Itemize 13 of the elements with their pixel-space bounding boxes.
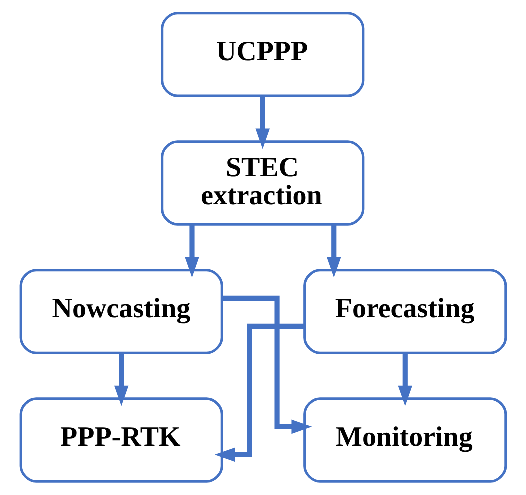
arrow [222, 296, 312, 434]
arrow [184, 224, 199, 278]
node-box: Forecasting [303, 269, 507, 354]
arrow [255, 96, 270, 150]
node-box: Nowcasting [19, 269, 223, 354]
node-box: STEC extraction [160, 140, 364, 226]
arrow [398, 353, 412, 406]
arrow [114, 353, 128, 406]
arrow [326, 224, 341, 278]
arrow [214, 324, 304, 462]
node-box: UCPPP [160, 12, 364, 98]
node-box: Monitoring [303, 398, 507, 483]
node-box: PPP-RTK [19, 398, 223, 483]
